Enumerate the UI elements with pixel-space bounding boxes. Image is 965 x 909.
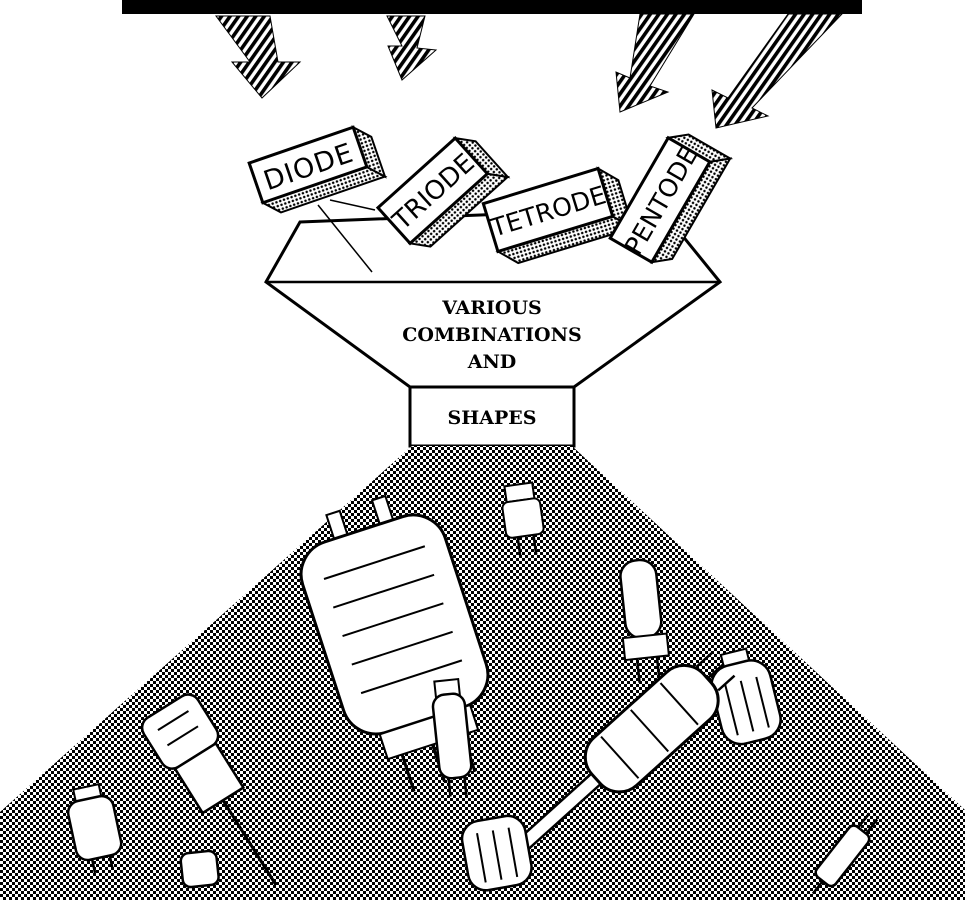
striped-arrow-icon (711, 13, 844, 129)
vacuum-tube-icon (179, 849, 220, 889)
vacuum-tube-icon (460, 814, 533, 892)
vacuum-tube-icon (501, 481, 545, 557)
funnel-text-line-1: VARIOUS (441, 297, 542, 319)
striped-arrow-icon (215, 15, 302, 99)
funnel-text-line-3: AND (467, 351, 517, 373)
vacuum-tube-icon (619, 558, 670, 683)
vacuum-tube-icon (811, 812, 879, 895)
vacuum-tube-icon (66, 783, 123, 874)
funnel-inner-edge (317, 204, 373, 273)
spout-label: SHAPES (448, 407, 537, 429)
vacuum-tube-icon (431, 677, 473, 797)
diode-block: DIODE (247, 125, 388, 214)
funnel-inner-edge (329, 199, 376, 211)
funnel-spout (408, 385, 576, 448)
funnel-text-line-2: COMBINATIONS (402, 324, 581, 346)
pentode-block: PENTODE (608, 133, 734, 265)
top-banner-bar (122, 0, 862, 14)
vacuum-tube-icon (140, 693, 278, 886)
striped-arrow-icon (386, 15, 438, 81)
striped-arrow-icon (615, 13, 695, 113)
